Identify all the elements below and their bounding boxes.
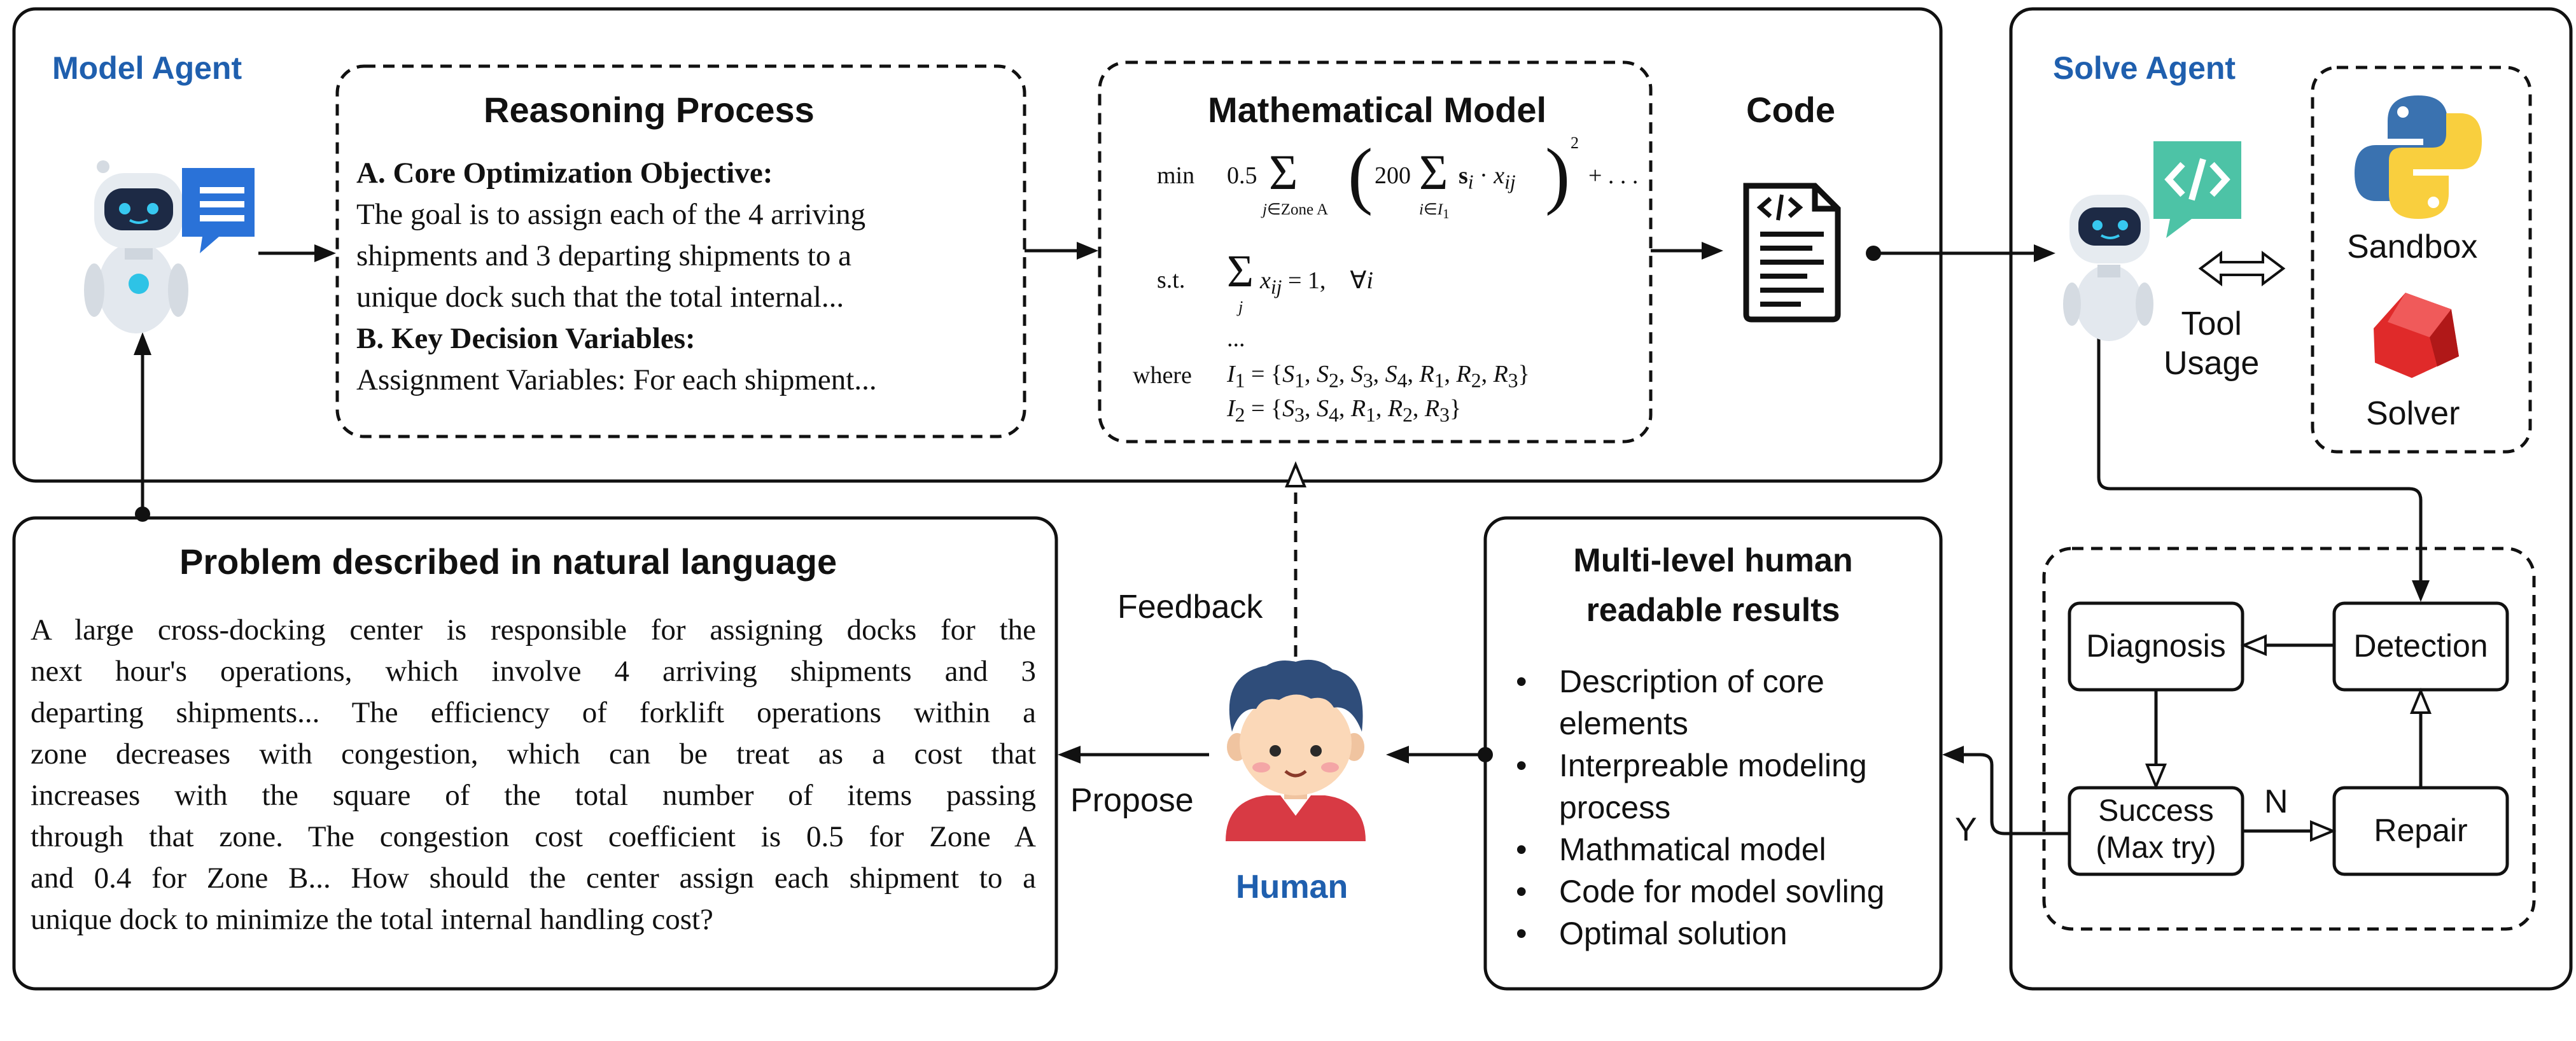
- repair-label: Repair: [2374, 813, 2468, 848]
- code-bubble-icon: [2153, 141, 2241, 238]
- tool-usage-label: Tool Usage: [2164, 304, 2259, 383]
- model-agent-label: Model Agent: [52, 50, 242, 86]
- problem-line: departing shipments... The efficiency of…: [31, 696, 1036, 729]
- solver-shape-icon: [2374, 293, 2459, 378]
- problem-box: [12, 516, 1058, 991]
- results-list-item: Description of core elements: [1508, 660, 1884, 744]
- diagnosis-label: Diagnosis: [2086, 628, 2226, 664]
- success-line: (Max try): [2096, 831, 2216, 865]
- results-item-text: process: [1559, 790, 1671, 825]
- math-model-box: [1098, 60, 1653, 444]
- reasoning-heading-a: A. Core Optimization Objective:: [356, 157, 773, 190]
- python-logo-icon: [2355, 95, 2482, 219]
- code-label: Code: [1746, 90, 1835, 130]
- results-list: Description of core elements Interpreable…: [1508, 660, 1884, 954]
- solve-agent-robot-icon: [2063, 195, 2153, 341]
- reasoning-line: unique dock such that the total internal…: [356, 281, 844, 314]
- math-min-label: min: [1157, 162, 1195, 189]
- arrow-repair-to-detection: [2410, 687, 2432, 788]
- reasoning-line: The goal is to assign each of the 4 arri…: [356, 198, 866, 231]
- reasoning-heading-b: B. Key Decision Variables:: [356, 322, 696, 355]
- tool-usage-double-arrow: [2198, 251, 2286, 286]
- human-avatar-icon: [1226, 659, 1366, 841]
- propose-label: Propose: [1070, 782, 1194, 819]
- problem-line: through that zone. The congestion cost c…: [31, 820, 1036, 853]
- results-list-item: Code for model sovling: [1508, 870, 1884, 912]
- results-list-item: Interpreable modeling process: [1508, 744, 1884, 828]
- results-item-text: elements: [1559, 706, 1688, 741]
- results-item-text: Code for model sovling: [1559, 874, 1885, 909]
- model-agent-robot-icon: [84, 160, 255, 333]
- problem-line: unique dock to minimize the total intern…: [31, 903, 713, 936]
- detection-label: Detection: [2353, 628, 2488, 664]
- reasoning-line: Assignment Variables: For each shipment.…: [356, 363, 877, 396]
- arrow-code-to-solve-agent: [1866, 244, 2055, 262]
- reasoning-line: shipments and 3 departing shipments to a: [356, 239, 852, 272]
- math-model-title: Mathematical Model: [1208, 90, 1547, 130]
- arrow-feedback: [1285, 461, 1306, 676]
- loop-box: [2042, 547, 2536, 931]
- solve-agent-label: Solve Agent: [2053, 50, 2236, 86]
- arrow-results-to-human: [1386, 746, 1493, 764]
- problem-title: Problem described in natural language: [179, 541, 837, 582]
- problem-text: A large cross-docking center is responsi…: [31, 610, 1036, 940]
- arrow-success-to-results: [1942, 746, 2069, 835]
- results-item-text: Optimal solution: [1559, 916, 1788, 951]
- success-line: Success: [2098, 794, 2214, 828]
- solver-label: Solver: [2366, 395, 2460, 432]
- results-list-item: Mathmatical model: [1508, 828, 1884, 870]
- results-title-line: readable results: [1586, 592, 1840, 629]
- reasoning-title: Reasoning Process: [484, 90, 815, 130]
- model-agent-box: [12, 7, 1943, 483]
- arrow-math-to-code: [1651, 242, 1723, 260]
- arrow-problem-to-robot: [134, 332, 151, 522]
- math-ellipsis: ...: [1227, 325, 1245, 352]
- arrow-human-to-problem: [1058, 746, 1209, 764]
- arrow-detection-to-diagnosis: [2240, 634, 2334, 656]
- tool-usage-line: Tool: [2181, 305, 2242, 342]
- loop-y-label: Y: [1955, 811, 1977, 848]
- loop-n-label: N: [2264, 783, 2288, 820]
- problem-line: A large cross-docking center is responsi…: [31, 613, 1036, 646]
- arrow-solve-robot-to-detection: [2097, 339, 2430, 602]
- results-item-text: Mathmatical model: [1559, 832, 1826, 867]
- success-label: Success (Max try): [2069, 793, 2243, 867]
- arrow-diagnosis-to-success: [2145, 690, 2167, 790]
- problem-line: next hour's operations, which involve 4 …: [31, 655, 1036, 688]
- arrow-robot-to-reasoning: [258, 244, 336, 262]
- arrow-reasoning-to-math: [1025, 242, 1098, 260]
- tool-usage-line: Usage: [2164, 345, 2260, 382]
- reasoning-text: A. Core Optimization Objective: The goal…: [356, 153, 877, 401]
- solve-agent-box: [2009, 7, 2573, 991]
- tools-box: [2311, 66, 2532, 454]
- sandbox-label: Sandbox: [2347, 228, 2478, 265]
- problem-line: zone decreases with congestion, which ca…: [31, 737, 1036, 771]
- results-item-text: Description of core: [1559, 664, 1824, 699]
- arrow-success-to-repair: [2243, 820, 2337, 842]
- math-set-i2: I2 = {S3, S4, R1, R2, R3}: [1227, 395, 1462, 426]
- human-label: Human: [1236, 869, 1348, 905]
- problem-line: increases with the square of the total n…: [31, 779, 1036, 812]
- feedback-label: Feedback: [1117, 589, 1263, 625]
- problem-line: and 0.4 for Zone B... How should the cen…: [31, 862, 1036, 895]
- results-title: Multi-level human readable results: [1485, 536, 1941, 635]
- results-list-item: Optimal solution: [1508, 912, 1884, 954]
- results-title-line: Multi-level human: [1573, 542, 1853, 579]
- math-where-label: where: [1133, 362, 1192, 389]
- results-item-text: Interpreable modeling: [1559, 748, 1867, 783]
- code-document-icon: [1743, 183, 1841, 323]
- reasoning-box: [335, 64, 1026, 438]
- math-st-label: s.t.: [1157, 267, 1186, 293]
- math-set-i1: I1 = {S1, S2, S3, S4, R1, R2, R3}: [1227, 361, 1530, 392]
